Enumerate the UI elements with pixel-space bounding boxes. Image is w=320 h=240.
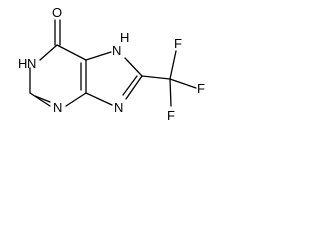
bond-n7-c8 (124, 57, 143, 77)
bond-cf3-f-top (169, 50, 177, 80)
bond-n9-c4 (85, 92, 113, 106)
atom-fluorine-top: F (174, 36, 182, 51)
structure-canvas: O H N N H N N F F F (0, 0, 236, 138)
bond-c8-n9 (125, 75, 143, 100)
atom-nitrogen-n1: N (27, 56, 36, 71)
atom-hydrogen-n1: H (18, 56, 27, 71)
bond-cf3-f-bottom (169, 78, 172, 107)
atom-nitrogen-n3: N (53, 100, 62, 115)
bond-c8-cf3 (141, 75, 171, 80)
atom-nitrogen-n9: N (114, 100, 123, 115)
bond-c2-n3-double (34, 95, 51, 103)
bond-c2-n3 (29, 92, 51, 107)
atom-fluorine-right: F (197, 81, 205, 96)
bond-c6-n1 (39, 44, 58, 61)
bond-cf3-f-right (169, 78, 197, 89)
atom-oxygen: O (52, 5, 62, 20)
bond-c5-n7 (85, 51, 112, 61)
atom-fluorine-bottom: F (167, 108, 175, 123)
molecule-drawing: O H N N H N N F F F (18, 5, 205, 123)
bond-n3-c4 (65, 92, 87, 107)
bond-c8-n9-double (122, 75, 138, 96)
atom-nitrogen-n7: N (112, 43, 121, 58)
bond-c5-c6 (56, 44, 87, 61)
atom-hydrogen-n7: H (120, 30, 129, 45)
